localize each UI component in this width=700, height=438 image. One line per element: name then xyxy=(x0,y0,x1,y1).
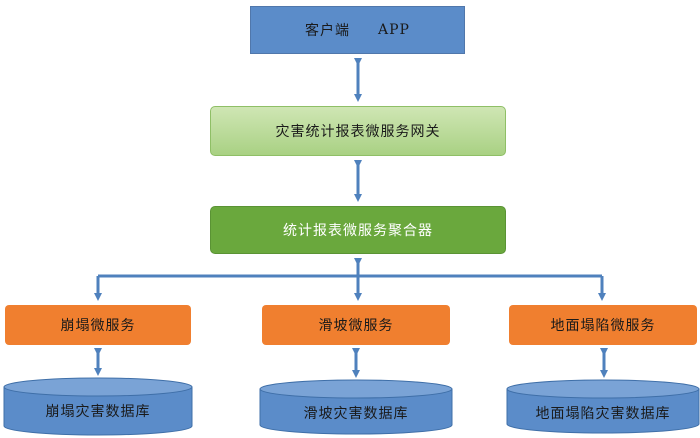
gateway-box: 灾害统计报表微服务网关 xyxy=(210,106,506,156)
database-label-landslide: 滑坡灾害数据库 xyxy=(303,406,409,422)
client-label: 客户端 xyxy=(305,23,351,39)
service-box-collapse: 崩塌微服务 xyxy=(5,305,191,345)
service-box-landslide: 滑坡微服务 xyxy=(262,305,450,345)
database-label-collapse: 崩塌灾害数据库 xyxy=(45,404,151,420)
database-label-subsidence: 地面塌陷灾害数据库 xyxy=(535,406,671,422)
aggregator-box: 统计报表微服务聚合器 xyxy=(210,206,506,254)
database-cylinder-3 xyxy=(506,379,700,434)
service-label: 滑坡微服务 xyxy=(318,318,394,334)
aggregator-label: 统计报表微服务聚合器 xyxy=(283,223,433,239)
service-label: 地面塌陷微服务 xyxy=(550,318,656,334)
client-app-label: APP xyxy=(378,22,410,38)
service-label: 崩塌微服务 xyxy=(60,318,136,334)
database-cylinder-1 xyxy=(3,377,193,436)
client-app-box: 客户端 APP xyxy=(250,6,465,54)
database-cylinder-2 xyxy=(259,379,453,435)
gateway-label: 灾害统计报表微服务网关 xyxy=(275,124,441,140)
service-box-subsidence: 地面塌陷微服务 xyxy=(509,305,697,345)
